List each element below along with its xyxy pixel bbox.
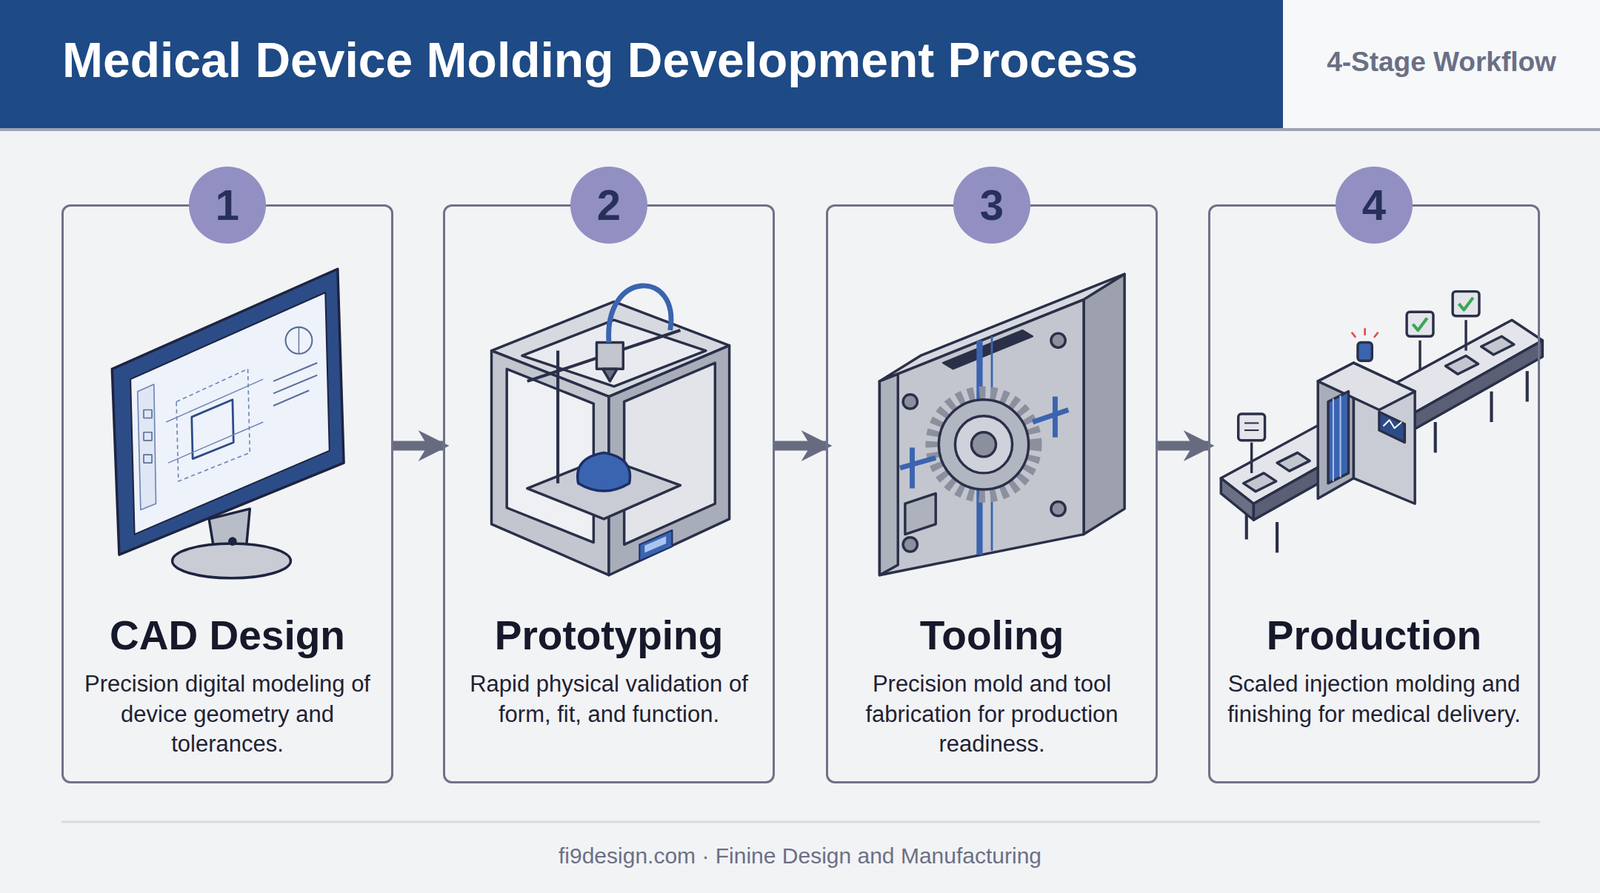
- card-text: ProductionScaled injection molding and f…: [1220, 612, 1528, 730]
- stage-description: Precision digital modeling of device geo…: [74, 669, 381, 760]
- stage-title: Prototyping: [494, 612, 724, 660]
- step-number: 2: [597, 183, 621, 227]
- stage-card: ProductionScaled injection molding and f…: [1208, 204, 1540, 784]
- header-tag: 4-Stage Workflow: [1326, 47, 1557, 78]
- flow-arrow: [774, 441, 826, 452]
- step-number-circle: 4: [1335, 166, 1413, 244]
- stage-card: CAD DesignPrecision digital modeling of …: [61, 204, 394, 784]
- stage-card: ToolingPrecision mold and tool fabricati…: [825, 204, 1158, 784]
- header-rule: [0, 128, 1600, 132]
- step-number: 1: [215, 183, 240, 227]
- step-number-circle: 3: [953, 166, 1031, 244]
- flow-arrow: [1157, 441, 1209, 452]
- stage-card: PrototypingRapid physical validation of …: [442, 204, 775, 784]
- step-number: 3: [980, 183, 1004, 227]
- stage-description: Precision mold and tool fabrication for …: [838, 669, 1146, 760]
- production-line-icon: [1220, 291, 1543, 554]
- stage-description: Rapid physical validation of form, fit, …: [455, 669, 763, 730]
- printer-icon: [491, 285, 730, 576]
- step-number: 4: [1362, 183, 1386, 227]
- stage-title: Tooling: [920, 612, 1064, 660]
- card-text: PrototypingRapid physical validation of …: [455, 612, 763, 730]
- card-text: ToolingPrecision mold and tool fabricati…: [838, 612, 1146, 760]
- stage-title: Production: [1266, 612, 1482, 660]
- diagram-title: Medical Device Molding Development Proce…: [62, 32, 1138, 89]
- flow-arrow: [393, 441, 443, 452]
- monitor-icon: [111, 268, 344, 579]
- step-number-circle: 2: [570, 166, 648, 244]
- card-text: CAD DesignPrecision digital modeling of …: [74, 612, 381, 760]
- footer-credit: fi9design.com · Finine Design and Manufa…: [0, 842, 1600, 870]
- mold-icon: [879, 274, 1125, 576]
- stage-description: Scaled injection molding and finishing f…: [1220, 669, 1528, 730]
- step-number-circle: 1: [188, 166, 266, 244]
- stage-title: CAD Design: [109, 612, 346, 660]
- footer-rule: [61, 821, 1540, 824]
